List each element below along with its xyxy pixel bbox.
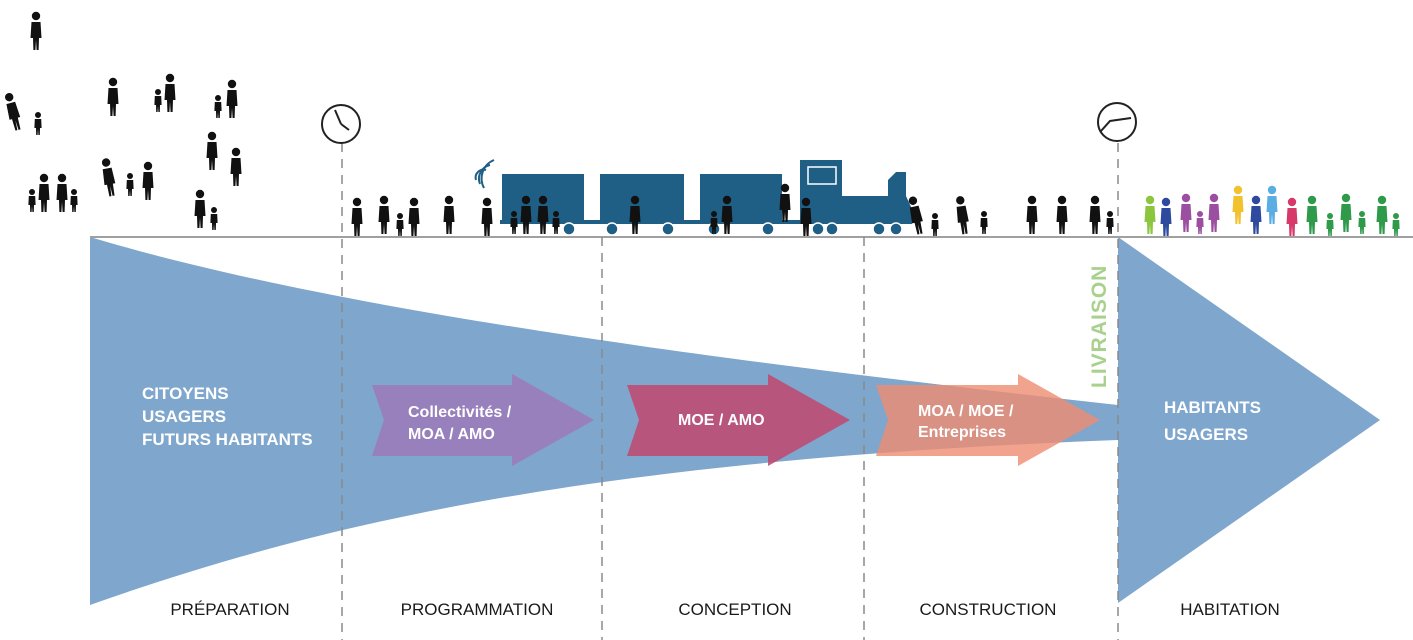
timeline	[90, 143, 1413, 640]
wifi-icon	[474, 159, 495, 189]
arrow-label-line: Entreprises	[918, 424, 1006, 441]
phase-labels: PRÉPARATION PROGRAMMATION CONCEPTION CON…	[170, 600, 1279, 619]
habitation-label-line-2: USAGERS	[1164, 425, 1248, 444]
people-programmation	[351, 195, 560, 236]
arrow-label-line: MOE / AMO	[678, 412, 765, 429]
arrow-label-line: MOA / MOE /	[918, 403, 1014, 420]
flow-shapes	[90, 237, 1380, 605]
arrow-label-line: Collectivités /	[408, 404, 512, 421]
habitation-label: HABITANTS USAGERS	[1164, 398, 1261, 444]
phase-label-habitation: HABITATION	[1180, 600, 1280, 619]
habitation-arrow	[1118, 237, 1380, 603]
arrow-moe-amo-label: MOE / AMO	[678, 412, 765, 429]
livraison-label: LIVRAISON	[1088, 265, 1111, 388]
people-preparation	[2, 11, 242, 230]
arrow-collectivites	[372, 374, 594, 466]
people-construction	[906, 195, 1114, 236]
phase-label-programmation: PROGRAMMATION	[401, 600, 554, 619]
funnel-label-line-1: CITOYENS	[142, 384, 229, 403]
arrow-collectivites-label: Collectivités / MOA / AMO	[408, 404, 512, 443]
train-icon	[500, 160, 918, 236]
funnel-label: CITOYENS USAGERS FUTURS HABITANTS	[142, 384, 313, 449]
participation-funnel	[90, 237, 1118, 605]
habitation-label-line-1: HABITANTS	[1164, 398, 1261, 417]
arrow-moe-amo	[627, 374, 850, 466]
clock-icon	[321, 104, 361, 144]
phase-label-preparation: PRÉPARATION	[170, 600, 289, 619]
people-habitation	[1144, 185, 1400, 236]
clock-icon	[1097, 102, 1137, 142]
arrow-label-line: MOA / AMO	[408, 426, 495, 443]
arrow-entreprises-label: MOA / MOE / Entreprises	[918, 403, 1014, 441]
funnel-label-line-2: USAGERS	[142, 407, 226, 426]
phase-label-construction: CONSTRUCTION	[920, 600, 1057, 619]
funnel-label-line-3: FUTURS HABITANTS	[142, 430, 313, 449]
phase-label-conception: CONCEPTION	[678, 600, 791, 619]
arrow-entreprises	[876, 374, 1100, 466]
